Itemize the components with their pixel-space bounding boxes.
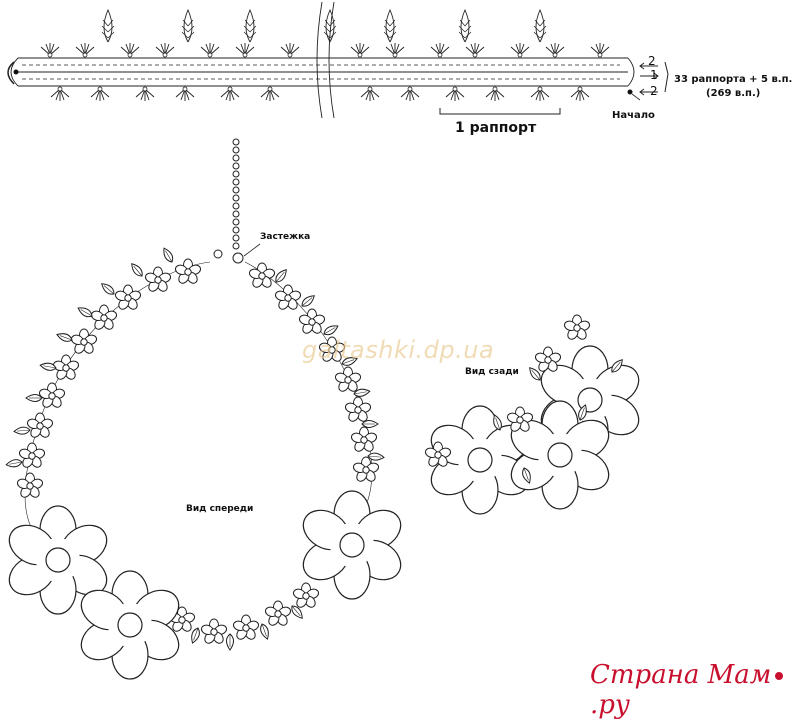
site-logo: Страна Мам.ру <box>590 660 793 720</box>
chain-count-label: (269 в.п.) <box>706 88 761 99</box>
start-point-icon <box>627 89 633 95</box>
start-pointer-line <box>631 93 641 101</box>
clasp-label: Застежка <box>260 232 311 242</box>
left-strand-flowers <box>15 258 203 500</box>
scheme-chain-stitches <box>22 64 620 80</box>
row-marker-top: 2 <box>648 54 656 68</box>
site-logo-text: Страна Мам <box>590 660 772 690</box>
row-direction-arrows-icon <box>639 61 669 96</box>
back-small-flower-1 <box>562 314 592 342</box>
watermark: galtashki.dp.ua <box>302 336 495 364</box>
row-marker-bottom: 2 <box>650 84 658 98</box>
logo-dot-icon <box>775 672 784 680</box>
scheme-bottom-motifs <box>50 86 590 102</box>
necklace-front-view <box>1 138 409 680</box>
scheme-chain-rows <box>10 1 635 119</box>
row-marker-middle: 1 <box>650 68 658 82</box>
crochet-scheme <box>7 1 669 119</box>
start-label: Начало <box>612 110 655 121</box>
rapport-bracket <box>439 108 561 115</box>
back-view-label: Вид сзади <box>465 367 519 377</box>
clasp-pointer <box>243 243 261 257</box>
rapport-count-label: 33 раппорта + 5 в.п. <box>674 74 793 85</box>
one-rapport-label: 1 раппорт <box>455 120 537 136</box>
turn-arrow-icon <box>7 61 15 85</box>
large-flower-right <box>295 490 409 600</box>
site-logo-domain: .ру <box>590 690 630 720</box>
row-start-marker-icon <box>13 69 19 75</box>
extension-chain <box>213 138 244 264</box>
strand-line <box>24 261 373 541</box>
front-view-label: Вид спереди <box>186 504 254 514</box>
scheme-top-motifs <box>40 9 610 58</box>
crochet-diagram-canvas <box>1 1 669 680</box>
